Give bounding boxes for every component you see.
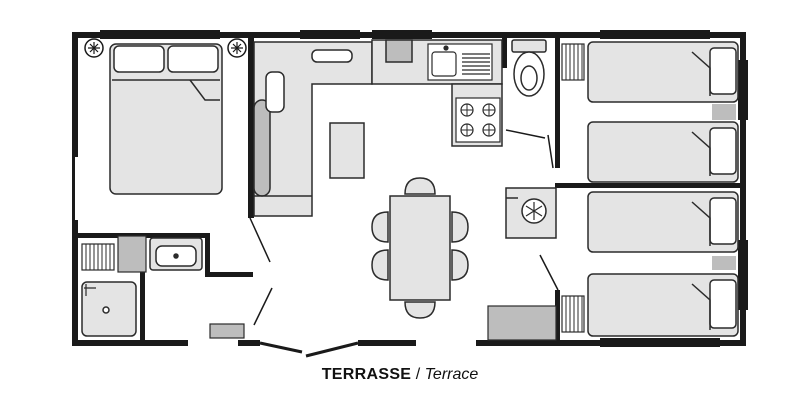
single-bed-1 xyxy=(587,41,739,120)
plan-caption: TERRASSE / Terrace xyxy=(0,366,800,384)
single-bed-4 xyxy=(587,273,739,337)
caption-separator: / xyxy=(411,366,425,383)
toilet xyxy=(511,39,547,97)
kids-towel-racks xyxy=(561,43,585,333)
kitchen-sink xyxy=(427,43,493,81)
door-swings xyxy=(249,129,559,326)
towel-rack xyxy=(81,243,115,271)
shower xyxy=(81,281,137,337)
coffee-table xyxy=(329,122,365,179)
double-bed xyxy=(109,43,223,195)
washbasin xyxy=(149,237,203,271)
entrance-doors xyxy=(259,341,359,358)
bathroom-radiator xyxy=(209,323,245,339)
dining-table xyxy=(389,195,451,301)
nightstand-right xyxy=(227,38,247,58)
wardrobe xyxy=(487,305,557,341)
nightstand-left xyxy=(84,38,104,58)
heater xyxy=(505,187,557,239)
single-bed-3 xyxy=(587,191,739,270)
windows xyxy=(100,30,748,347)
l-shaped-sofa xyxy=(253,41,373,217)
gas-stove xyxy=(455,97,501,143)
caption-sub: Terrace xyxy=(424,366,479,383)
bathroom-cabinet xyxy=(117,235,147,273)
single-bed-2 xyxy=(587,121,739,183)
caption-main: TERRASSE xyxy=(321,366,412,383)
dining-chairs xyxy=(371,177,469,319)
